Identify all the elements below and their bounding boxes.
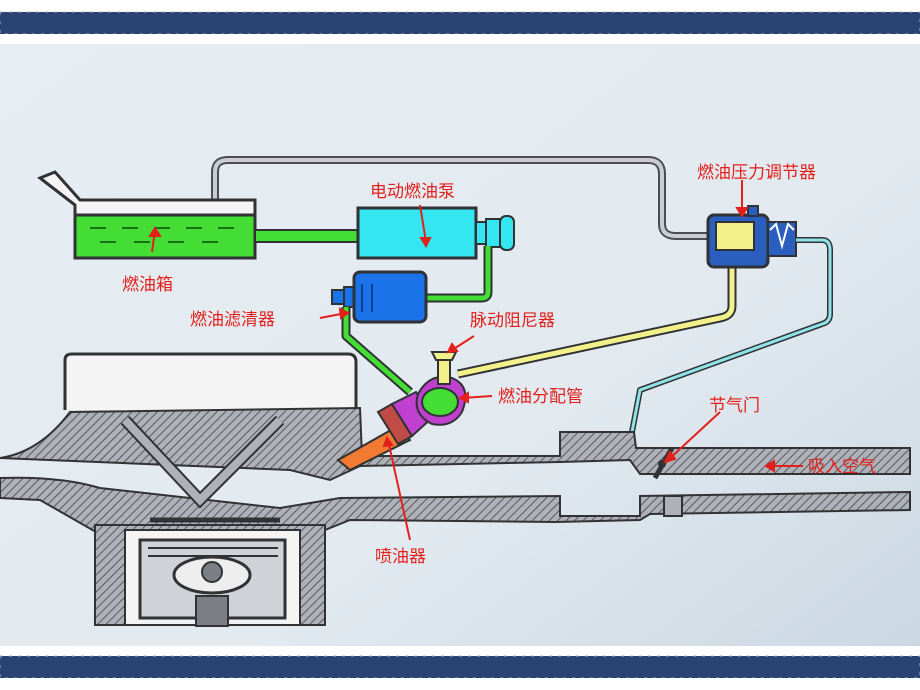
fuel-distributor — [415, 375, 467, 426]
callout-lines — [148, 180, 803, 541]
piston — [138, 538, 287, 627]
top-frame-band — [0, 0, 920, 44]
label-injector: 喷油器 — [375, 547, 426, 567]
label-intake-air: 吸入空气 — [808, 457, 876, 477]
intake-valve — [120, 415, 285, 509]
cylinder-head — [63, 352, 358, 410]
label-fuel-filter: 燃油滤清器 — [190, 310, 275, 330]
label-pressure-regulator: 燃油压力调节器 — [697, 163, 816, 183]
label-fuel-tank: 燃油箱 — [122, 275, 173, 295]
label-throttle: 节气门 — [709, 396, 760, 416]
supply-line — [254, 229, 361, 243]
label-fuel-distributor: 燃油分配管 — [498, 387, 583, 407]
bottom-frame-band — [0, 646, 920, 690]
label-pulsation-damper: 脉动阻尼器 — [470, 311, 555, 331]
pulsation-damper — [430, 351, 458, 385]
label-fuel-pump: 电动燃油泵 — [370, 182, 455, 202]
fuel-pump — [356, 206, 515, 260]
fuel-filter — [331, 270, 428, 324]
pressure-regulator — [706, 205, 797, 269]
